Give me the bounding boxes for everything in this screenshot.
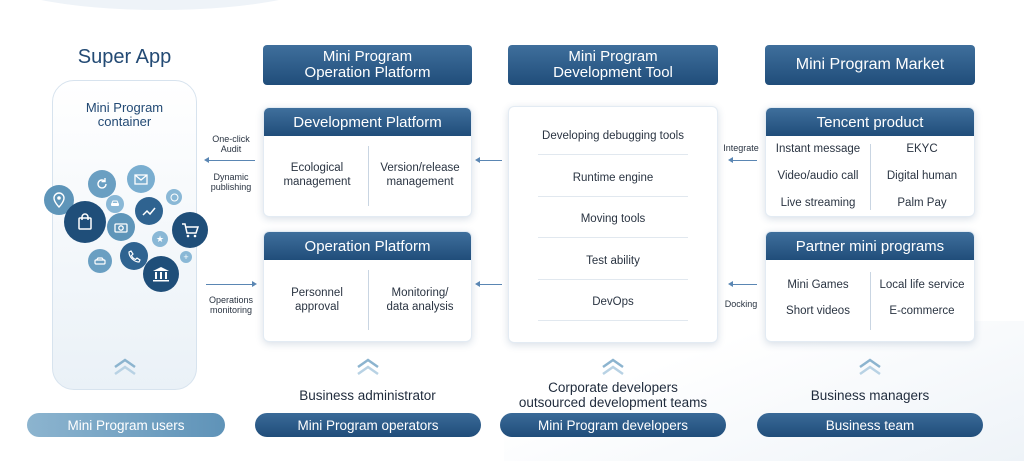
tool-to-ops-arrow: [480, 284, 502, 285]
refresh-icon: [88, 170, 116, 198]
chevron-up-icon: [114, 358, 136, 376]
tool-item: Developing debugging tools: [542, 130, 684, 142]
product-item: EKYC: [906, 143, 938, 155]
chevron-up-icon: [859, 358, 881, 376]
divider: [368, 270, 369, 330]
divider: [368, 146, 369, 206]
divider: [538, 320, 688, 321]
docking-arrow: [733, 284, 757, 285]
docking-arrow-head: [728, 281, 733, 287]
partner-item: Mini Games: [787, 279, 849, 291]
cart-icon: [172, 212, 208, 248]
product-item: Live streaming: [780, 197, 856, 209]
role-business-managers: Business managers: [810, 388, 930, 403]
header-development-tool: Mini Program Development Tool: [508, 45, 718, 85]
chevron-up-icon: [602, 358, 624, 376]
integrate-arrow: [733, 160, 757, 161]
product-item: Palm Pay: [897, 197, 947, 209]
tool-item: DevOps: [592, 296, 634, 308]
monitoring-arrow-head: [252, 281, 257, 287]
partner-item: E-commerce: [889, 305, 955, 317]
product-item: Video/audio call: [777, 170, 859, 182]
monitoring-arrow-line: [206, 284, 252, 285]
tool-to-ops-arrow-head: [475, 281, 480, 287]
chart-icon: [135, 197, 163, 225]
tencent-product-panel: Tencent product Instant message EKYC Vid…: [765, 107, 975, 217]
partner-programs-title: Partner mini programs: [766, 232, 974, 260]
tool-item: Moving tools: [580, 213, 646, 225]
product-item: Instant message: [775, 143, 861, 155]
phone-icon: [120, 242, 148, 270]
divider: [538, 154, 688, 155]
pill-mini-program-developers: Mini Program developers: [500, 413, 726, 437]
divider: [538, 196, 688, 197]
star-icon: ★: [152, 231, 168, 247]
car-icon: [106, 195, 124, 213]
development-platform-title: Development Platform: [264, 108, 471, 136]
role-business-administrator: Business administrator: [299, 388, 436, 403]
tencent-product-title: Tencent product: [766, 108, 974, 136]
bag-icon: [64, 201, 106, 243]
partner-item: Short videos: [786, 305, 850, 317]
container-label: Mini Program container: [85, 100, 164, 129]
pill-mini-program-operators: Mini Program operators: [255, 413, 481, 437]
tool-item: Runtime engine: [572, 172, 654, 184]
integrate-label: Integrate: [723, 143, 759, 153]
development-tool-panel: [508, 106, 718, 343]
audit-arrow-line: [209, 160, 255, 161]
chevron-up-icon: [357, 358, 379, 376]
divider: [870, 272, 871, 330]
product-item: Digital human: [886, 170, 958, 182]
super-app-title: Super App: [77, 46, 172, 68]
background-arc: [0, 0, 330, 10]
car-icon: [88, 249, 112, 273]
tool-to-dev-arrow: [480, 160, 502, 161]
partner-item: Local life service: [879, 279, 965, 291]
header-operation-platform: Mini Program Operation Platform: [263, 45, 472, 85]
divider: [538, 237, 688, 238]
background-fade: [504, 321, 1024, 461]
mail-icon: [127, 165, 155, 193]
plus-icon: +: [180, 251, 192, 263]
partner-programs-panel: Partner mini programs Mini Games Local l…: [765, 231, 975, 342]
divider: [538, 279, 688, 280]
integrate-arrow-head: [728, 157, 733, 163]
docking-label: Docking: [724, 299, 758, 309]
at-icon: [166, 189, 182, 205]
divider: [870, 144, 871, 210]
pill-business-team: Business team: [757, 413, 983, 437]
tool-to-dev-arrow-head: [475, 157, 480, 163]
tool-item: Test ability: [586, 255, 640, 267]
pill-mini-program-users: Mini Program users: [27, 413, 225, 437]
camera-icon: [107, 213, 135, 241]
audit-arrow-head: [204, 157, 209, 163]
monitoring-data-analysis: Monitoring/data analysis: [386, 287, 454, 313]
bank-icon: [143, 256, 179, 292]
operation-platform-title: Operation Platform: [264, 232, 471, 260]
header-market: Mini Program Market: [765, 45, 975, 85]
